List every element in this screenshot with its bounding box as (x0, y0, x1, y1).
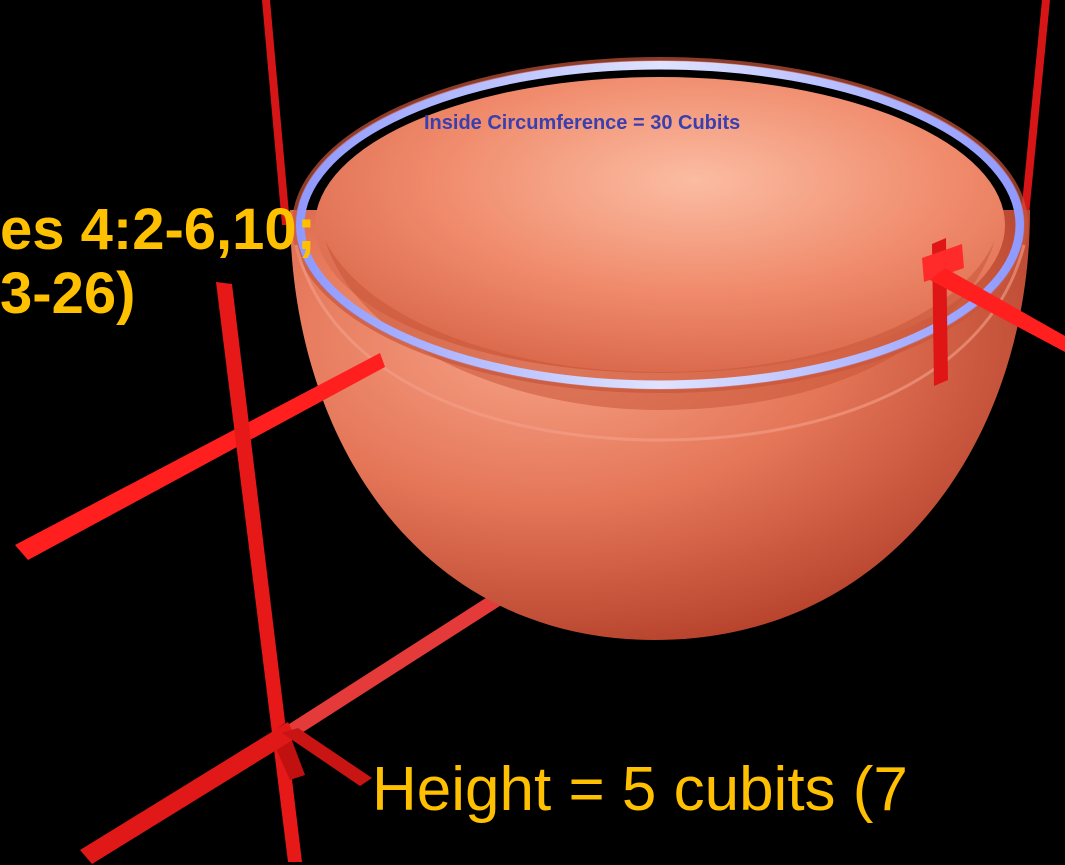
basin-lip (294, 244, 1026, 442)
floor-right-line (282, 728, 372, 786)
circumference-label: Inside Circumference = 30 Cubits (424, 112, 741, 134)
top-left-measure-line (262, 0, 290, 225)
rim-right-marker-fin (922, 244, 964, 282)
floor-back-line (272, 560, 556, 745)
scripture-reference-line-2: 3-26) (0, 261, 136, 326)
basin-interior (315, 77, 1005, 373)
scripture-reference-line-1: es 4:2-6,10; (0, 197, 316, 262)
left-vertical-post (216, 282, 302, 862)
top-right-measure-line (1018, 0, 1050, 245)
floor-diagonal-line (80, 722, 296, 864)
basin-rim (295, 60, 1025, 390)
basin-rim-edge (292, 57, 1028, 393)
rim-left-measure-line (15, 353, 385, 560)
rim-right-measure-line (930, 268, 1065, 352)
height-label: Height = 5 cubits (7 (372, 755, 908, 824)
